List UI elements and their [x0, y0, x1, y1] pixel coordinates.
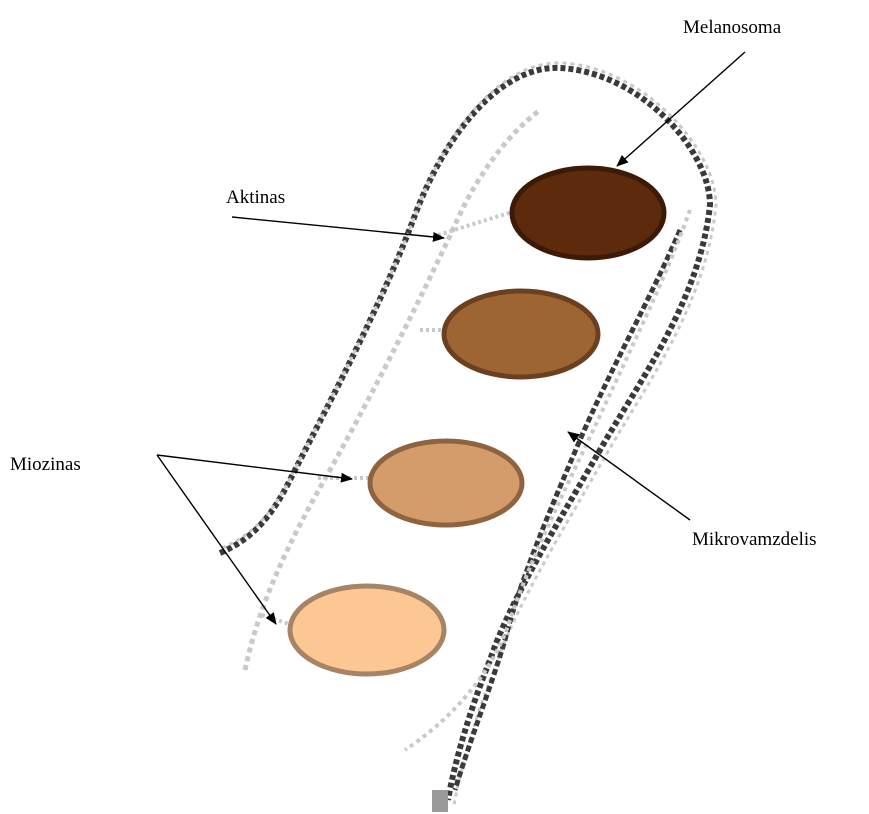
dendrite-tip-mark — [432, 790, 448, 812]
miozinas-pointer-upper — [157, 455, 352, 479]
aktinas-label: Aktinas — [226, 187, 285, 208]
melanosoma-pointer — [617, 52, 745, 166]
melanosome-2 — [444, 291, 598, 377]
actin-link-top — [438, 212, 512, 235]
miozinas-label: Miozinas — [10, 454, 81, 475]
melanosome-3 — [370, 441, 522, 525]
melanosome-4 — [290, 586, 444, 674]
dendrite-outline — [220, 63, 716, 812]
melanosome-1 — [512, 168, 664, 258]
mikrovamzdelis-label: Mikrovamzdelis — [692, 529, 817, 550]
melanosoma-label: Melanosoma — [683, 17, 782, 38]
outer-membrane-light — [222, 63, 716, 805]
miozinas-pointer-lower — [157, 455, 276, 624]
mikrovamzdelis-pointer — [568, 432, 690, 520]
myosin-link-lower — [262, 615, 292, 625]
